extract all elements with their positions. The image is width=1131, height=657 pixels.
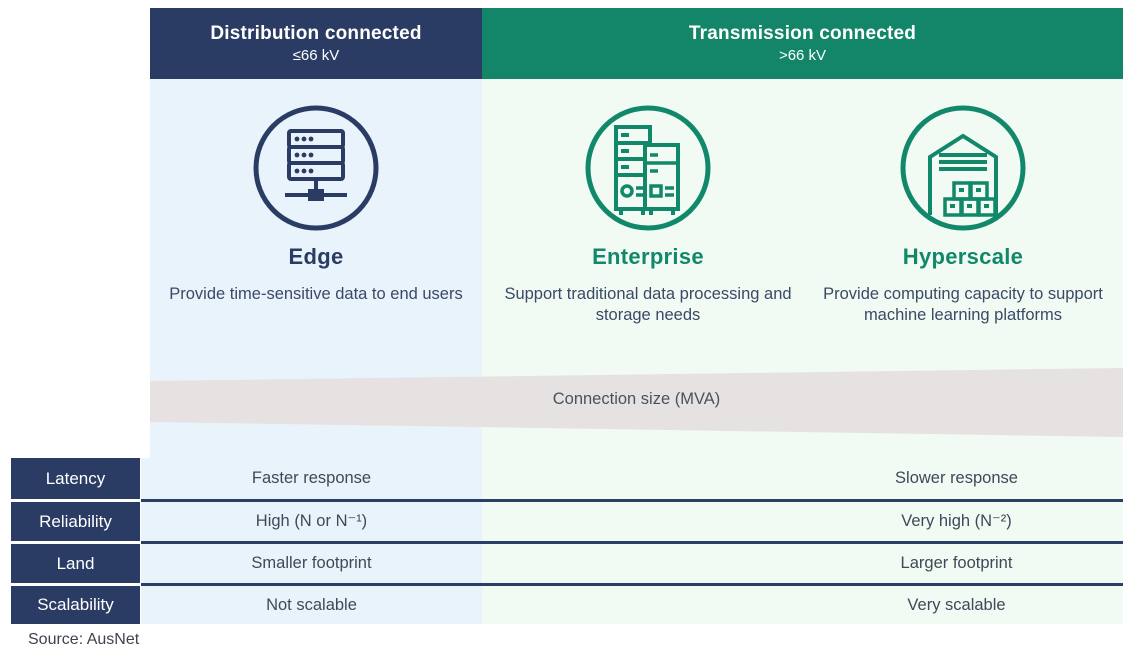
connection-size-wedge bbox=[150, 368, 1123, 437]
scalability-transmission-value: Very scalable bbox=[907, 596, 1006, 614]
server-towers-icon bbox=[583, 103, 713, 233]
server-rack-icon bbox=[251, 103, 381, 233]
edge-title: Edge bbox=[288, 244, 344, 269]
row-label-scalability: Scalability bbox=[11, 586, 140, 624]
hyperscale-title: Hyperscale bbox=[902, 244, 1024, 269]
enterprise-description: Support traditional data processing and … bbox=[504, 285, 792, 324]
reliability-transmission-value: Very high (N⁻²) bbox=[901, 512, 1012, 530]
connection-size-label: Connection size (MVA) bbox=[552, 390, 721, 408]
row-separator bbox=[141, 499, 1123, 502]
latency-transmission-value: Slower response bbox=[895, 469, 1018, 487]
hyperscale-description: Provide computing capacity to support ma… bbox=[823, 285, 1103, 324]
land-distribution-value: Smaller footprint bbox=[251, 554, 372, 572]
land-transmission-value: Larger footprint bbox=[900, 554, 1013, 572]
transmission-header-title: Transmission connected bbox=[688, 23, 917, 44]
distribution-header-title: Distribution connected bbox=[210, 23, 422, 44]
transmission-connected-header: Transmission connected >66 kV bbox=[482, 8, 1123, 79]
row-label-reliability: Reliability bbox=[11, 502, 140, 541]
edge-description: Provide time-sensitive data to end users bbox=[169, 285, 463, 303]
transmission-header-subtitle: >66 kV bbox=[778, 47, 827, 64]
row-label-land: Land bbox=[11, 544, 140, 583]
reliability-distribution-value: High (N or N⁻¹) bbox=[255, 512, 368, 530]
scalability-distribution-value: Not scalable bbox=[266, 596, 357, 614]
distribution-connected-header: Distribution connected ≤66 kV bbox=[150, 8, 482, 79]
source-note: Source: AusNet bbox=[28, 631, 140, 648]
warehouse-icon bbox=[898, 103, 1028, 233]
enterprise-title: Enterprise bbox=[592, 244, 704, 269]
row-separator bbox=[141, 583, 1123, 586]
row-separator bbox=[141, 541, 1123, 544]
latency-distribution-value: Faster response bbox=[251, 469, 372, 487]
distribution-panel-background bbox=[150, 79, 482, 624]
distribution-header-subtitle: ≤66 kV bbox=[292, 47, 340, 64]
row-label-latency: Latency bbox=[11, 458, 140, 499]
